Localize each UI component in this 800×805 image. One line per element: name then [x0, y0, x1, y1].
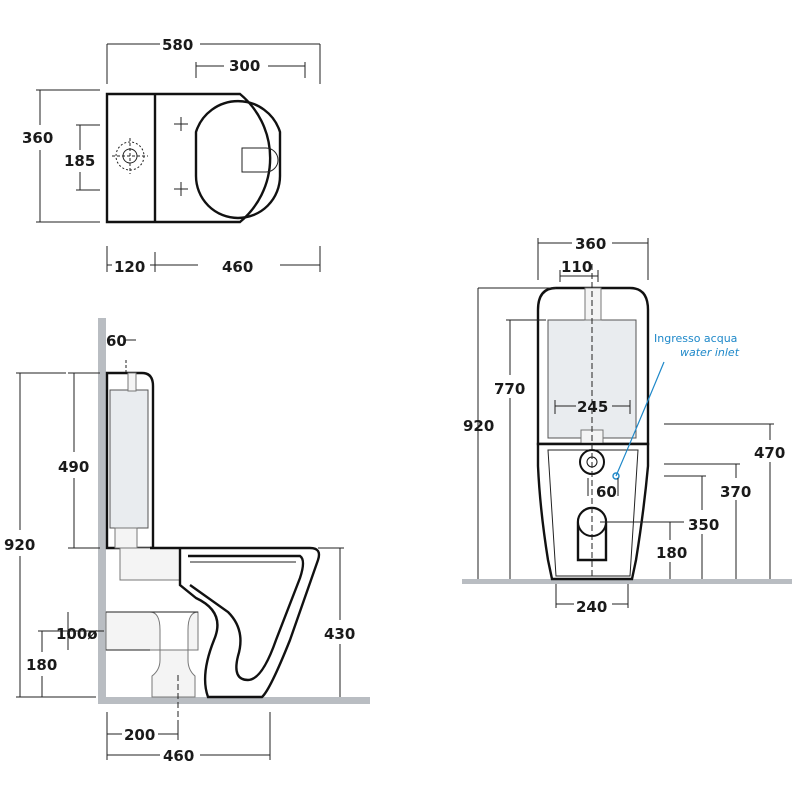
dim-200: 200 — [124, 726, 155, 744]
dim-350: 350 — [688, 516, 719, 534]
dim-110: 110 — [561, 258, 592, 276]
top-view: 580 300 360 185 120 460 — [22, 36, 321, 276]
dim-185: 185 — [64, 152, 95, 170]
dim-240: 240 — [576, 598, 607, 616]
dim-120: 120 — [114, 258, 145, 276]
side-view: 60 490 920 100ø 180 430 200 460 — [4, 318, 370, 765]
dim-460-top: 460 — [222, 258, 253, 276]
outlet-trap — [105, 611, 199, 698]
front-flush-rod — [584, 287, 602, 321]
water-inlet-label-it: Ingresso acqua — [654, 332, 737, 345]
water-inlet-icon — [612, 472, 620, 480]
cistern-inner — [109, 389, 149, 529]
dim-920-side: 920 — [4, 536, 35, 554]
bowl-drain — [241, 147, 279, 173]
wall — [98, 318, 106, 704]
dim-60-front: 60 — [596, 483, 617, 501]
dim-430: 430 — [324, 625, 355, 643]
front-view: Ingresso acqua water inlet 360 110 920 7… — [462, 235, 792, 616]
dim-490: 490 — [58, 458, 89, 476]
dim-180-front: 180 — [656, 544, 687, 562]
bowl-rim — [194, 99, 282, 220]
dim-920-front: 920 — [463, 417, 494, 435]
front-floor — [462, 579, 792, 584]
dim-360-front: 360 — [575, 235, 606, 253]
water-inlet-label-en: water inlet — [680, 346, 740, 359]
dim-370: 370 — [720, 483, 751, 501]
dim-180-side: 180 — [26, 656, 57, 674]
dim-360-top: 360 — [22, 129, 53, 147]
flush-connector — [114, 527, 138, 549]
dim-470: 470 — [754, 444, 785, 462]
top-view-outline — [105, 92, 272, 224]
dim-580: 580 — [162, 36, 193, 54]
dim-460-side: 460 — [163, 747, 194, 765]
fixing-point-icon — [174, 117, 188, 131]
floor — [98, 697, 370, 704]
dim-770: 770 — [494, 380, 525, 398]
cistern-button — [127, 372, 137, 392]
dim-245: 245 — [577, 398, 608, 416]
dim-pipe-diameter: 100ø — [56, 625, 98, 643]
flush-button-icon — [112, 138, 148, 174]
dim-60-side: 60 — [106, 332, 127, 350]
connection-pipe — [119, 547, 181, 581]
dim-300: 300 — [229, 57, 260, 75]
fixing-point-icon — [174, 182, 188, 196]
bowl-interior — [188, 554, 305, 682]
